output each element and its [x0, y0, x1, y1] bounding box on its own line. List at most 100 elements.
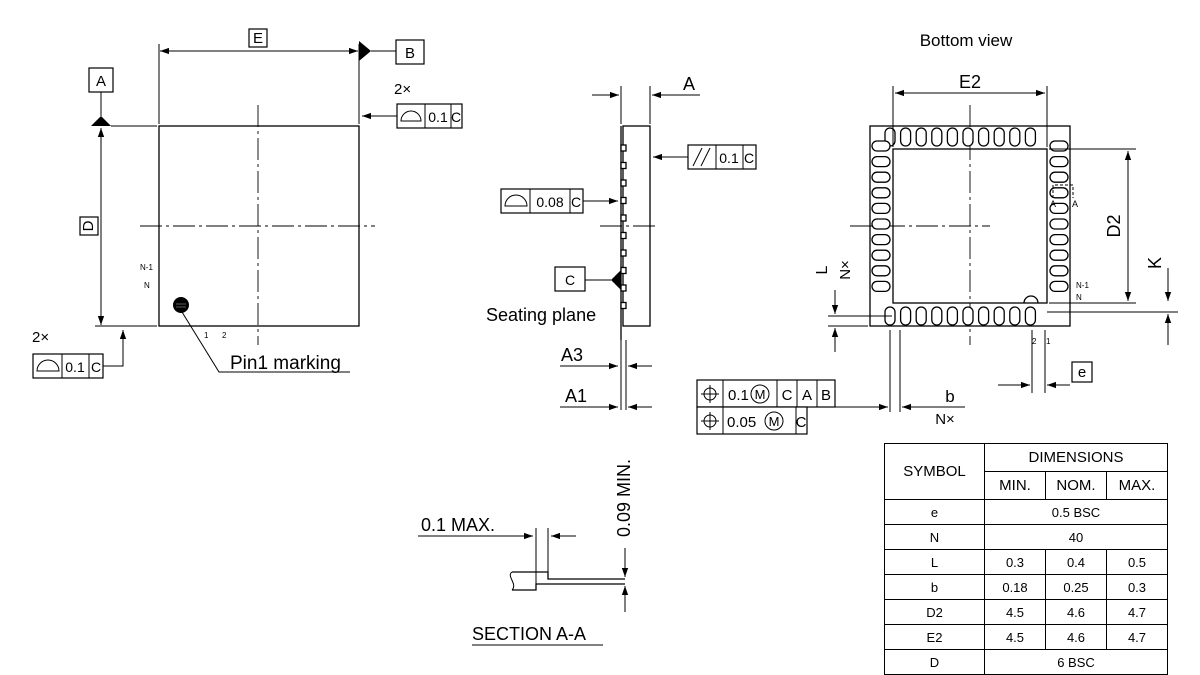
- fcf-profile-top: 0.1 C: [396, 103, 463, 129]
- side-lead: [620, 284, 627, 292]
- svg-text:C: C: [571, 194, 581, 210]
- svg-text:A: A: [1050, 199, 1056, 209]
- dim-a-label: A: [683, 74, 695, 94]
- max-cell: 4.7: [1106, 599, 1168, 625]
- perimeter-pad: [871, 280, 891, 293]
- datum-a-label: A: [96, 73, 106, 90]
- datum-b-triangle: [359, 41, 371, 61]
- dimensions-header: DIMENSIONS: [984, 443, 1168, 472]
- perimeter-pad: [977, 306, 990, 326]
- nom-cell: 4.6: [1045, 599, 1107, 625]
- perimeter-pad: [1024, 306, 1037, 326]
- dim-e-pitch-label: e: [1078, 364, 1086, 381]
- perimeter-pad: [871, 218, 891, 230]
- bottom-view-title: Bottom view: [920, 31, 1013, 50]
- symbol-cell: E2: [884, 624, 985, 650]
- symbol-header: SYMBOL: [884, 443, 985, 500]
- section-a-a: 0.1 MAX. 0.09 MIN. SECTION A-A: [418, 459, 634, 646]
- section-profile-lower: [512, 583, 625, 591]
- seating-plane-label: Seating plane: [486, 305, 596, 325]
- min-cell: 0.18: [984, 574, 1046, 600]
- svg-text:C: C: [91, 359, 101, 375]
- side-leads: [620, 144, 627, 310]
- svg-text:M: M: [755, 387, 766, 402]
- perimeter-pad: [1024, 127, 1037, 147]
- dim-a3-label: A3: [561, 345, 583, 365]
- section-max-label: 0.1 MAX.: [421, 515, 495, 535]
- side-lead: [620, 161, 627, 170]
- side-lead: [620, 196, 627, 205]
- datum-a-triangle: [91, 116, 111, 126]
- dim-b-label: b: [945, 387, 954, 406]
- perimeter-pad: [871, 187, 891, 199]
- side-view: A 0.1 C 0.08 C C Seating plane A: [486, 74, 757, 411]
- pin1-marking-dot: [173, 297, 189, 313]
- perimeter-pad: [871, 202, 891, 215]
- perimeter-pad: [931, 306, 943, 326]
- value-cell: 6 BSC: [984, 649, 1168, 675]
- profile-surface-icon: [504, 194, 528, 207]
- profile-surface-icon: [36, 359, 60, 372]
- fcf-parallelism: 0.1 C: [687, 144, 757, 170]
- side-lead: [620, 144, 627, 152]
- svg-text:C: C: [744, 150, 754, 166]
- pin-n1-label: N-1: [140, 263, 153, 272]
- perimeter-pad: [931, 127, 943, 147]
- max-header: MAX.: [1106, 471, 1168, 500]
- fcf-profile-side: 0.08 C: [500, 188, 584, 214]
- perimeter-pad: [1049, 187, 1069, 199]
- dim-e-label: E: [253, 30, 263, 47]
- section-title: SECTION A-A: [472, 624, 586, 644]
- perimeter-pad: [1049, 155, 1069, 168]
- pin-n-label: N: [1076, 293, 1082, 302]
- max-cell: 4.7: [1106, 624, 1168, 650]
- perimeter-pad: [871, 171, 891, 183]
- pin-1-label: 1: [1046, 337, 1051, 346]
- perimeter-pad: [962, 127, 974, 147]
- datum-b-label: B: [405, 45, 415, 62]
- perimeter-pad: [1049, 265, 1069, 277]
- perimeter-pad: [993, 306, 1005, 326]
- perimeter-pad: [1049, 218, 1069, 230]
- svg-text:C: C: [451, 109, 461, 125]
- dim-a1-label: A1: [565, 386, 587, 406]
- symbol-cell: D: [884, 649, 985, 675]
- perimeter-pad: [899, 127, 912, 147]
- side-lead: [620, 179, 627, 187]
- top-view: E B 2× 0.1 C A D 2×: [32, 28, 463, 379]
- max-cell: 0.5: [1106, 549, 1168, 575]
- dim-d-label: D: [80, 220, 97, 231]
- dim-k-label: K: [1145, 257, 1165, 269]
- perimeter-pad: [946, 306, 959, 326]
- perimeter-pad: [871, 155, 891, 168]
- symbol-cell: N: [884, 524, 985, 550]
- svg-text:0.08: 0.08: [536, 194, 563, 210]
- pin1-leader: [181, 311, 350, 373]
- side-lead: [620, 301, 627, 310]
- svg-text:A: A: [802, 387, 812, 404]
- pin-1-label: 1: [204, 331, 209, 340]
- perimeter-pad: [899, 306, 912, 326]
- perimeter-pad: [1049, 202, 1069, 215]
- qty-left: 2×: [32, 329, 49, 346]
- pin-2-label: 2: [1032, 337, 1037, 346]
- perimeter-pad: [1049, 249, 1069, 261]
- perimeter-pad: [871, 140, 891, 152]
- value-cell: 40: [984, 524, 1168, 550]
- dim-d2-label: D2: [1104, 214, 1124, 237]
- min-cell: 4.5: [984, 599, 1046, 625]
- svg-text:M: M: [769, 414, 780, 429]
- fcf-profile-left: 0.1 C: [32, 353, 104, 379]
- profile-surface-icon: [400, 110, 422, 122]
- perimeter-pad: [1049, 280, 1069, 293]
- parallel-icon: [692, 147, 703, 167]
